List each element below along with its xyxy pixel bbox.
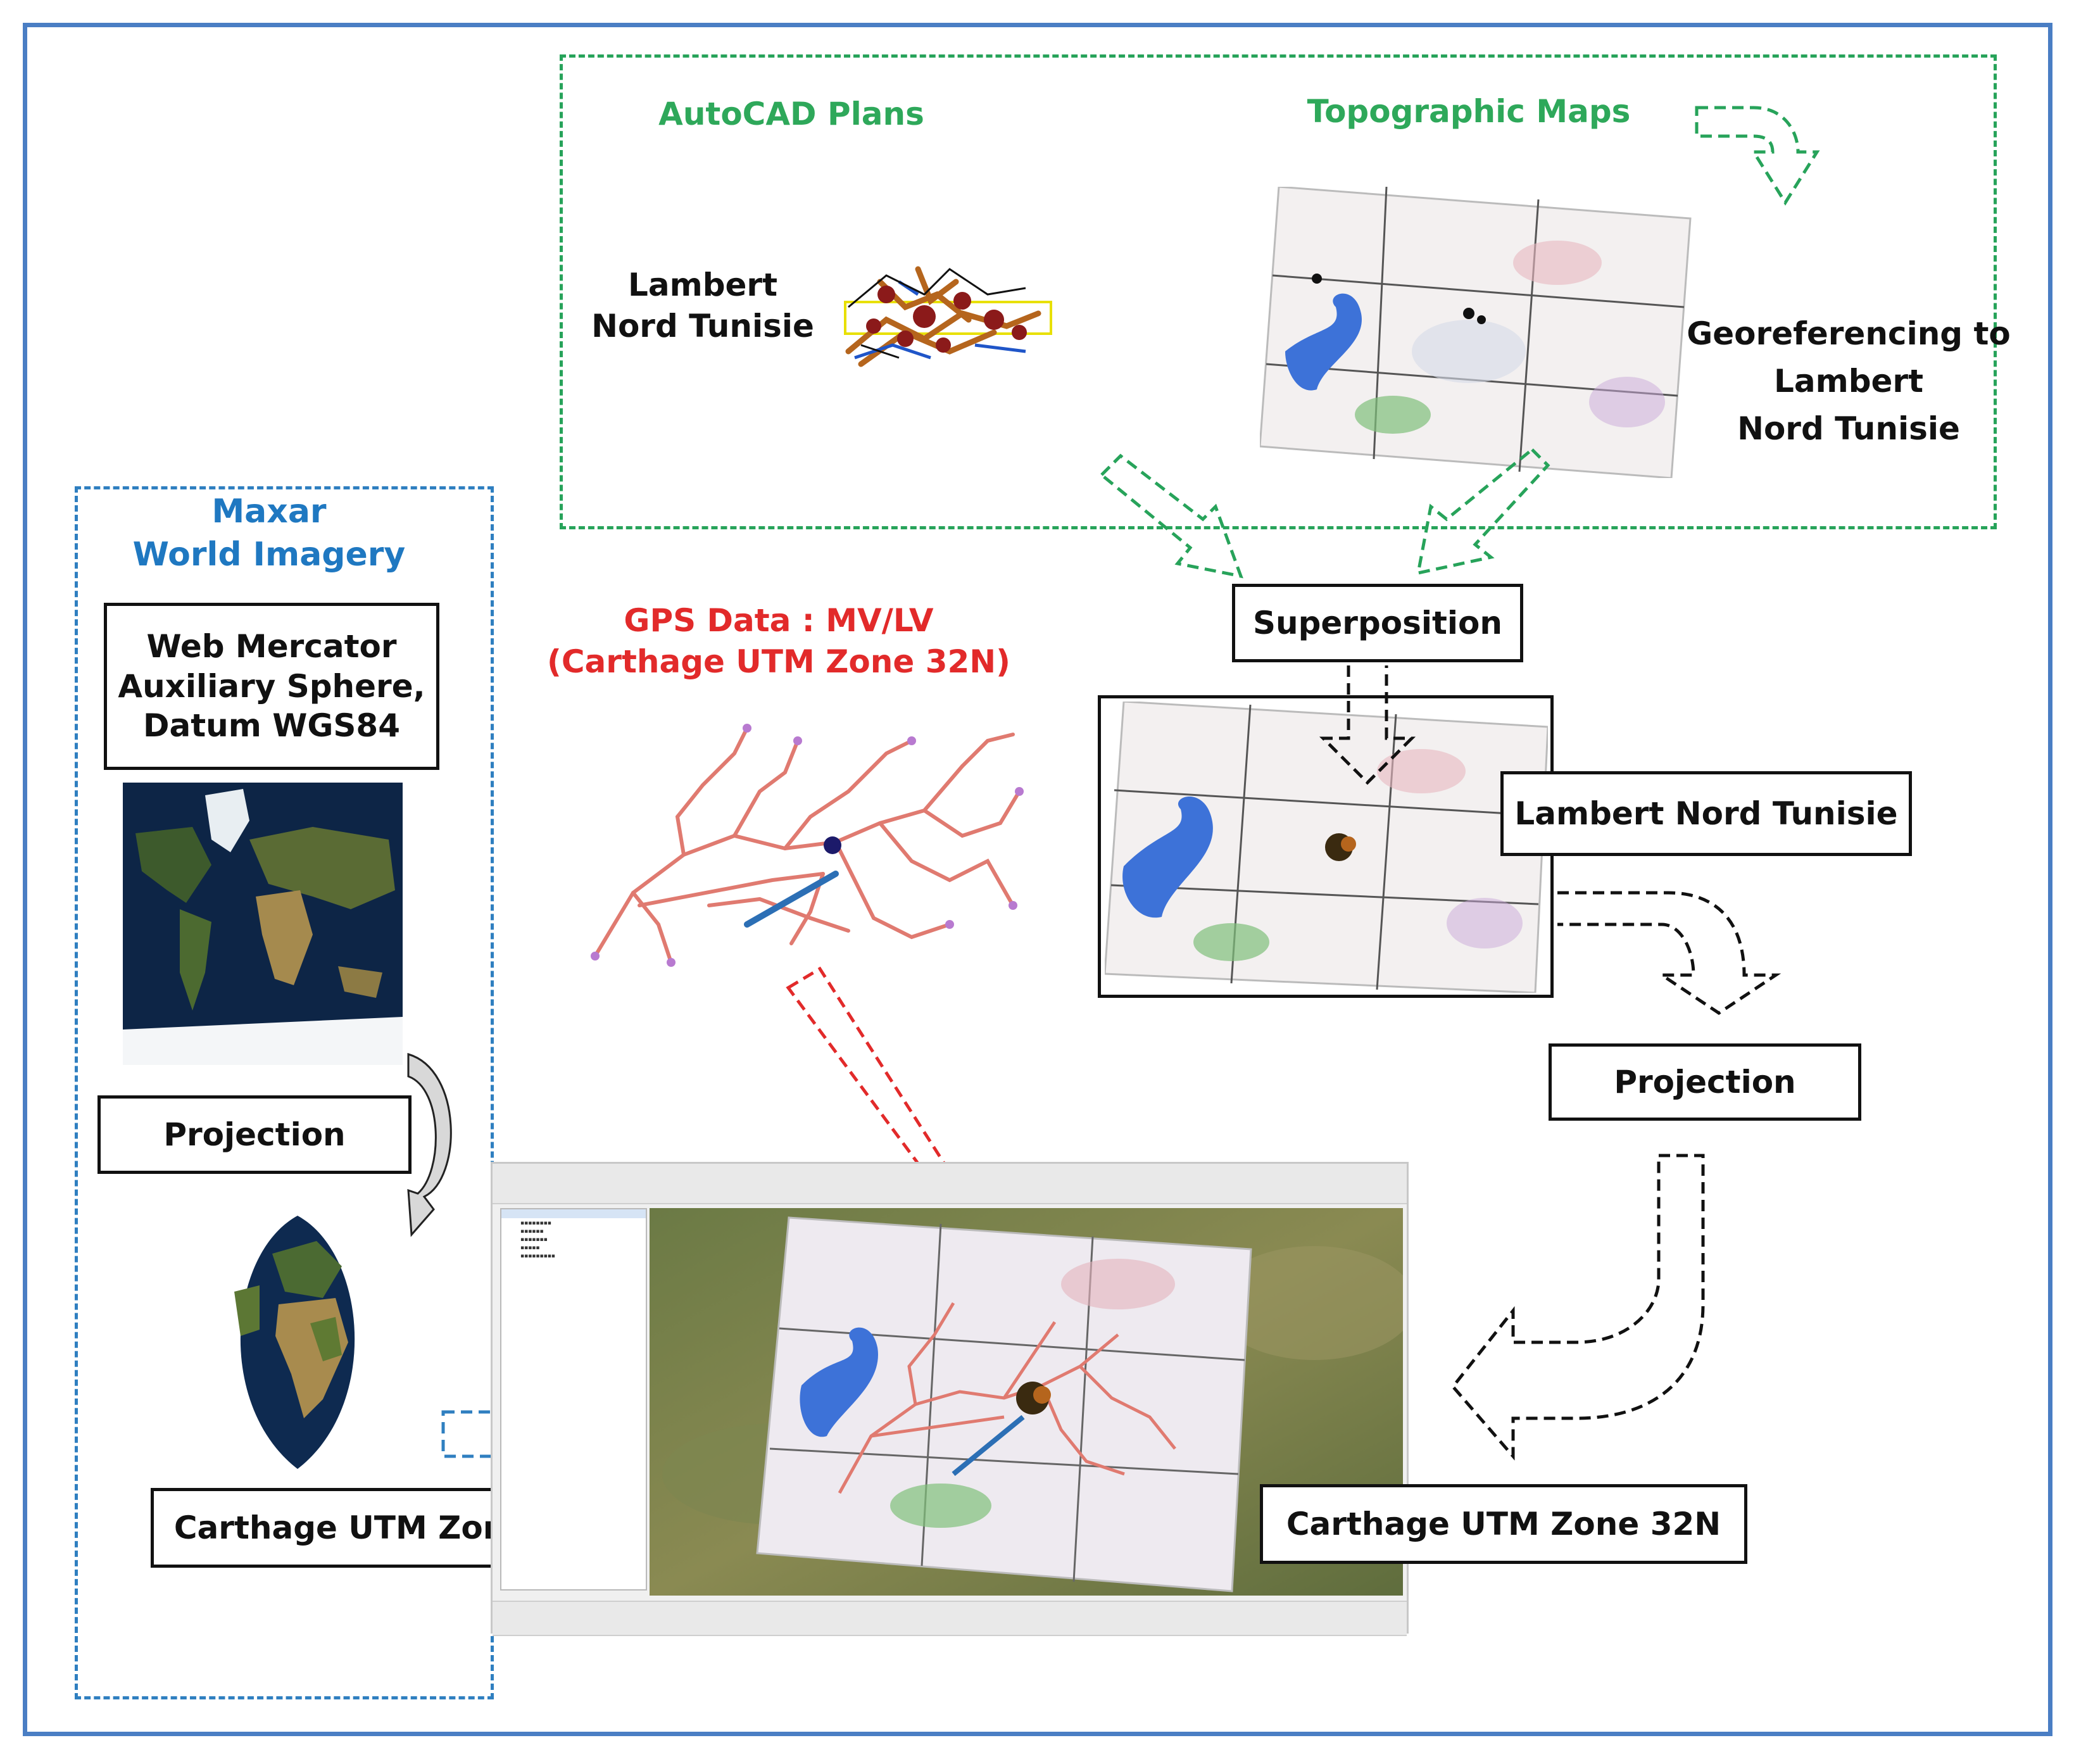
gps-data-title: GPS Data : MV/LV (Carthage UTM Zone 32N) xyxy=(544,600,1013,683)
curved-arrow-icon-top-right xyxy=(1695,106,1820,206)
imagery-group xyxy=(75,486,494,1699)
globe-projection-image xyxy=(234,1216,355,1469)
projection-box-left: Projection xyxy=(97,1095,412,1174)
toc-layer-row: ▪▪▪▪▪▪▪▪▪ xyxy=(520,1253,555,1259)
world-imagery-line: World Imagery xyxy=(132,535,406,574)
georeferencing-line: Georeferencing to xyxy=(1687,315,2011,352)
outer-frame xyxy=(23,23,2052,1736)
maxar-world-imagery-title: Maxar World Imagery xyxy=(82,491,456,576)
arrow-icon-topo-to-superposition xyxy=(1416,447,1550,576)
arcmap-screenshot: ▪▪▪▪▪▪▪▪ ▪▪▪▪▪▪ ▪▪▪▪▪▪▪ ▪▪▪▪▪ ▪▪▪▪▪▪▪▪▪ xyxy=(491,1162,1409,1636)
superposition-box: Superposition xyxy=(1232,584,1523,662)
utm-box-right: Carthage UTM Zone 32N xyxy=(1260,1484,1747,1564)
topographic-map-image xyxy=(1260,187,1692,478)
autocad-plans-label: AutoCAD Plans xyxy=(658,96,924,132)
arrow-icon-autocad-to-superposition xyxy=(1099,453,1243,579)
arcmap-status-bar xyxy=(493,1601,1407,1636)
topographic-maps-label: Topographic Maps xyxy=(1307,93,1631,130)
autocad-plan-image xyxy=(844,266,1052,367)
arrow-icon-superposition-down xyxy=(1319,665,1416,785)
toc-layer-row: ▪▪▪▪▪ xyxy=(520,1245,540,1251)
toc-layer-row: ▪▪▪▪▪▪▪▪ xyxy=(520,1220,551,1226)
georef-nord-tunisie-line: Nord Tunisie xyxy=(1737,410,1960,447)
toc-layer-row: ▪▪▪▪▪▪▪ xyxy=(520,1237,548,1243)
lambert-nord-tunisie-box: Lambert Nord Tunisie xyxy=(1500,771,1912,856)
gps-utm-line: (Carthage UTM Zone 32N) xyxy=(547,643,1010,680)
lambert-line: Lambert xyxy=(628,267,777,303)
web-mercator-box: Web Mercator Auxiliary Sphere, Datum WGS… xyxy=(104,603,439,770)
curved-arrow-icon-left xyxy=(407,1052,452,1237)
curved-arrow-icon-right xyxy=(1557,891,1782,1016)
auxiliary-sphere-line: Auxiliary Sphere, xyxy=(118,667,425,705)
georeferencing-text: Georeferencing to Lambert Nord Tunisie xyxy=(1684,310,2013,453)
gps-line: GPS Data : MV/LV xyxy=(624,602,934,639)
web-mercator-line: Web Mercator xyxy=(146,628,397,665)
lambert-nord-tunisie-text: Lambert Nord Tunisie xyxy=(582,265,823,347)
curved-arrow-icon-bottom-right xyxy=(1450,1154,1705,1461)
superposed-map-image xyxy=(1105,702,1548,993)
toc-layer-row: ▪▪▪▪▪▪ xyxy=(520,1228,544,1235)
source-data-group xyxy=(560,54,1997,529)
toc-header xyxy=(501,1209,646,1218)
datum-line: Datum WGS84 xyxy=(142,707,401,745)
world-imagery-map-image xyxy=(123,783,403,1065)
projection-box-right: Projection xyxy=(1549,1043,1861,1121)
maxar-line: Maxar xyxy=(211,493,327,531)
arcmap-map-view xyxy=(650,1208,1403,1596)
gps-network-image xyxy=(591,724,1024,967)
nord-tunisie-line: Nord Tunisie xyxy=(591,308,814,344)
georef-lambert-line: Lambert xyxy=(1774,363,1923,400)
arcmap-table-of-contents: ▪▪▪▪▪▪▪▪ ▪▪▪▪▪▪ ▪▪▪▪▪▪▪ ▪▪▪▪▪ ▪▪▪▪▪▪▪▪▪ xyxy=(500,1208,647,1591)
arcmap-toolbar xyxy=(493,1164,1407,1204)
